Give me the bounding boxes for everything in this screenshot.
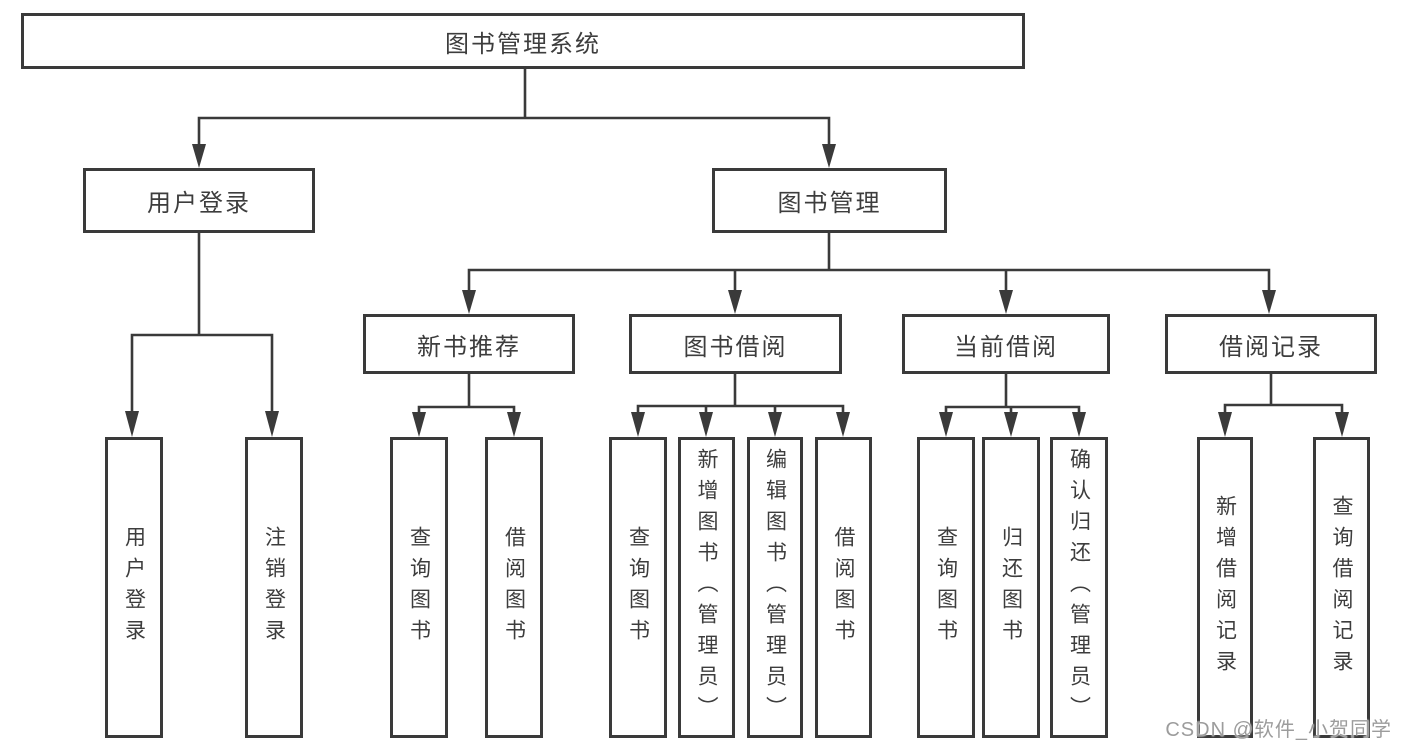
leaf-records-query-record: 查询借阅记录 — [1313, 437, 1370, 738]
node-label: 归还图书 — [999, 525, 1023, 650]
leaf-user-login: 用户登录 — [105, 437, 163, 738]
node-label: 新增借阅记录 — [1213, 494, 1237, 681]
arrowhead — [631, 412, 645, 437]
node-new-book-recommend: 新书推荐 — [363, 314, 575, 374]
leaf-current-query-books: 查询图书 — [917, 437, 975, 738]
leaf-current-return-books: 归还图书 — [982, 437, 1040, 738]
arrowhead — [768, 412, 782, 437]
arrowhead — [699, 412, 713, 437]
node-label: 查询图书 — [934, 525, 958, 650]
node-label: 查询图书 — [626, 525, 650, 650]
arrowhead — [1072, 412, 1086, 437]
node-user-login: 用户登录 — [83, 168, 315, 233]
leaf-borrowing-query-books: 查询图书 — [609, 437, 667, 738]
node-borrow-records: 借阅记录 — [1165, 314, 1377, 374]
arrowhead — [462, 290, 476, 314]
arrowhead — [999, 290, 1013, 314]
node-label: 用户登录 — [147, 190, 251, 217]
arrowhead — [1262, 290, 1276, 314]
node-book-borrowing: 图书借阅 — [629, 314, 842, 374]
node-label: 查询图书 — [407, 525, 431, 650]
csdn-watermark: CSDN @软件_小贺同学 — [1165, 719, 1392, 741]
leaf-records-add-record: 新增借阅记录 — [1197, 437, 1253, 738]
node-label: 借阅记录 — [1219, 333, 1323, 361]
node-label: 图书借阅 — [683, 333, 788, 361]
node-current-borrowing: 当前借阅 — [902, 314, 1110, 374]
node-root-system: 图书管理系统 — [21, 13, 1025, 69]
leaf-borrowing-edit-books-admin: 编辑图书（管理员） — [747, 437, 803, 738]
node-label: 图书管理 — [777, 190, 882, 217]
arrowhead — [507, 412, 521, 437]
arrowhead — [1335, 412, 1349, 437]
node-label: 图书管理系统 — [445, 30, 601, 58]
node-label: 查询借阅记录 — [1330, 494, 1353, 681]
node-label: 当前借阅 — [954, 333, 1058, 361]
arrowhead — [836, 412, 850, 437]
node-label: 新增图书（管理员） — [695, 448, 718, 727]
node-label: 借阅图书 — [502, 525, 526, 650]
arrowhead — [822, 144, 836, 168]
node-label: 用户登录 — [122, 525, 146, 650]
node-label: 确认归还（管理员） — [1067, 448, 1091, 727]
leaf-logout: 注销登录 — [245, 437, 303, 738]
arrowhead — [125, 411, 139, 437]
node-label: 借阅图书 — [832, 525, 855, 650]
node-label: 编辑图书（管理员） — [763, 448, 787, 727]
leaf-newbooks-query-books: 查询图书 — [390, 437, 448, 738]
arrowhead — [728, 290, 742, 314]
leaf-current-confirm-return-admin: 确认归还（管理员） — [1050, 437, 1108, 738]
node-label: 注销登录 — [262, 525, 286, 650]
arrowhead — [1218, 412, 1232, 437]
arrowhead — [939, 412, 953, 437]
arrowhead — [1004, 412, 1018, 437]
arrowhead — [192, 144, 206, 168]
node-label: 新书推荐 — [417, 333, 521, 361]
node-book-management: 图书管理 — [712, 168, 947, 233]
leaf-borrowing-borrow-books: 借阅图书 — [815, 437, 872, 738]
arrowhead — [265, 411, 279, 437]
arrowhead — [412, 412, 426, 437]
leaf-newbooks-borrow-books: 借阅图书 — [485, 437, 543, 738]
leaf-borrowing-add-books-admin: 新增图书（管理员） — [678, 437, 735, 738]
